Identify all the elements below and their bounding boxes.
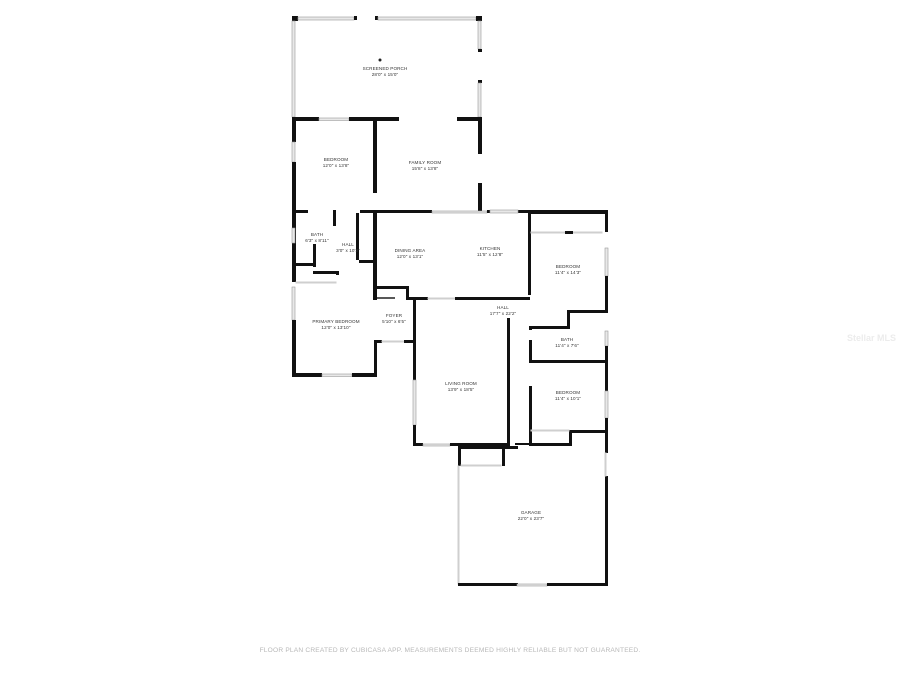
room-name: BATH	[310, 231, 324, 237]
room-name: FAMILY ROOM	[408, 159, 442, 165]
room-dims: 12'0" x 13'10"	[321, 325, 351, 330]
room-label-kitchen: KITCHEN 11'5" x 12'8"	[477, 246, 503, 258]
upper-walls	[291, 117, 608, 300]
room-dims: 5'10" x 6'5"	[382, 319, 406, 324]
room-dims: 15'8" x 13'8"	[411, 166, 439, 171]
room-label-screened-porch: SCREENED PORCH 28'0" x 15'0"	[363, 66, 408, 78]
room-label-bath-1: BATH 6'3" x 8'11"	[305, 232, 329, 244]
room-name: BEDROOM	[323, 156, 349, 162]
room-label-garage: GARAGE 22'0" x 23'7"	[518, 510, 545, 522]
watermark: Stellar MLS	[847, 333, 897, 343]
room-label-bedroom-2: BEDROOM 11'4" x 14'3"	[555, 264, 581, 276]
room-name: LIVING ROOM	[445, 380, 477, 386]
room-name: KITCHEN	[479, 245, 501, 251]
room-label-bedroom-3: BEDROOM 11'4" x 10'1"	[555, 390, 581, 402]
room-name: HALL	[342, 241, 354, 247]
room-dims: 12'0" x 13'1"	[396, 254, 424, 259]
living-room-walls	[412, 300, 510, 467]
room-label-family-room: FAMILY ROOM 15'8" x 13'8"	[409, 160, 442, 172]
room-dims: 28'0" x 15'0"	[371, 72, 399, 77]
room-label-bedroom-1: BEDROOM 12'0" x 13'8"	[323, 157, 350, 169]
room-name: BEDROOM	[555, 263, 581, 269]
room-name: HALL	[497, 304, 509, 310]
room-dims: 12'0" x 13'8"	[322, 163, 350, 168]
room-name: FOYER	[385, 312, 403, 318]
room-dims: 17'7" x 22'2"	[489, 311, 517, 316]
bath-walls	[291, 227, 339, 284]
room-label-hall-2: HALL 17'7" x 22'2"	[490, 305, 517, 317]
room-name: BEDROOM	[555, 389, 581, 395]
room-label-primary-bedroom: PRIMARY BEDROOM 12'0" x 13'10"	[312, 319, 359, 331]
room-dims: 11'5" x 12'8"	[476, 252, 504, 257]
room-dims: 11'4" x 7'6"	[555, 343, 579, 348]
room-label-bath-2: BATH 11'4" x 7'6"	[555, 337, 579, 349]
dining-kitchen-walls	[373, 286, 530, 300]
room-dims: 13'9" x 18'5"	[447, 387, 475, 392]
room-name: PRIMARY BEDROOM	[312, 318, 360, 324]
room-dims: 11'4" x 14'3"	[554, 270, 582, 275]
room-label-hall-1: HALL 3'0" x 10'3"	[336, 242, 360, 254]
room-dims: 11'4" x 10'1"	[554, 396, 582, 401]
room-label-dining-area: DINING AREA 12'0" x 13'1"	[395, 248, 426, 260]
room-name: SCREENED PORCH	[362, 65, 408, 71]
footer-disclaimer: FLOOR PLAN CREATED BY CUBICASA APP. MEAS…	[259, 647, 641, 654]
primary-bedroom-walls	[291, 286, 416, 377]
right-wing-walls	[515, 210, 609, 453]
room-name: GARAGE	[520, 509, 542, 515]
room-label-living-room: LIVING ROOM 13'9" x 18'5"	[445, 381, 477, 393]
room-name: DINING AREA	[394, 247, 426, 253]
room-dims: 3'0" x 10'3"	[336, 248, 360, 253]
room-dims: 22'0" x 23'7"	[517, 516, 545, 521]
room-dims: 6'3" x 8'11"	[305, 238, 329, 243]
room-name: BATH	[560, 336, 574, 342]
garage-walls	[457, 446, 608, 587]
room-label-foyer: FOYER 5'10" x 6'5"	[382, 313, 406, 325]
